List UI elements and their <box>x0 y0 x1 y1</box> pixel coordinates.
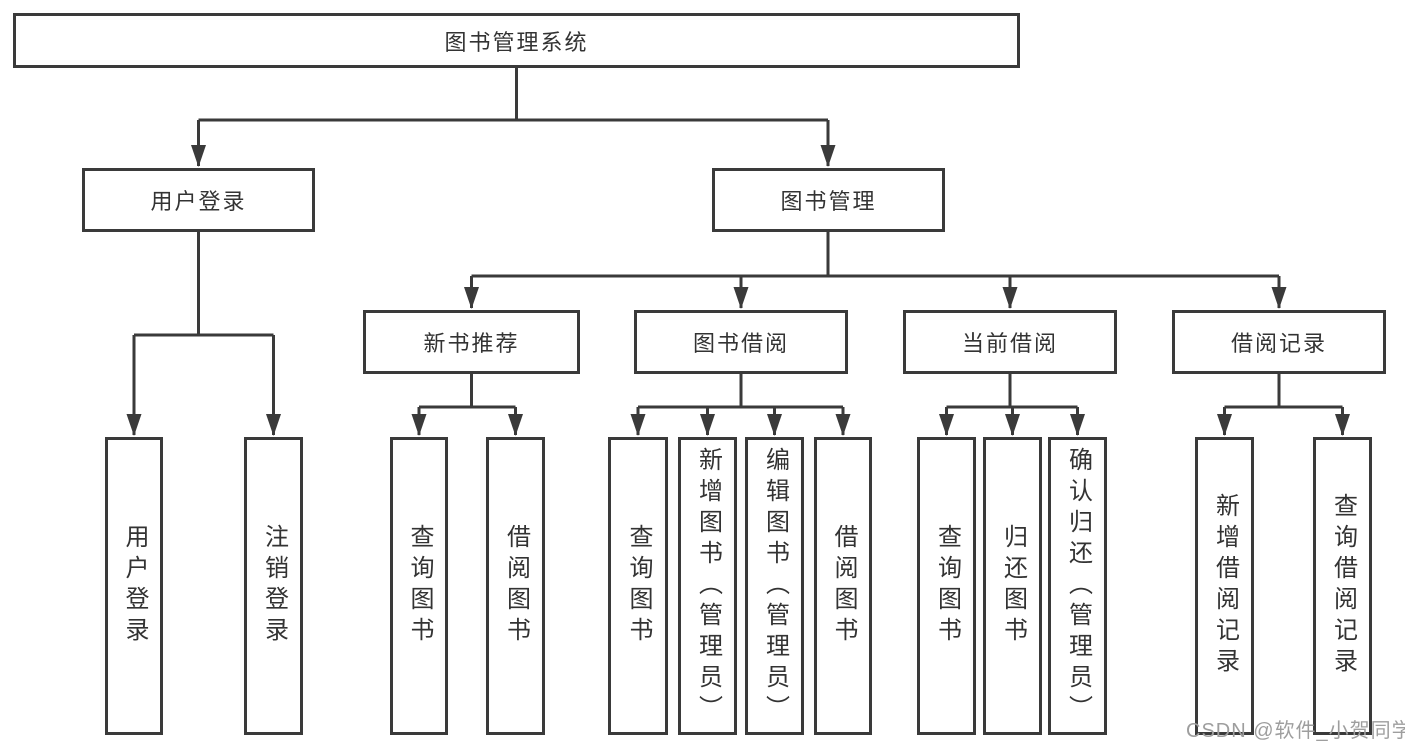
node-current-borrow-label: 当前借阅 <box>961 331 1058 356</box>
leaf-borrow-books-recommend-label: 借阅图书 <box>502 524 530 648</box>
watermark: CSDN @软件_小贺同学 <box>1186 720 1405 742</box>
node-new-book-recommend-label: 新书推荐 <box>423 331 520 356</box>
node-book-borrow: 图书借阅 <box>634 310 848 374</box>
node-borrow-records-label: 借阅记录 <box>1230 331 1327 356</box>
node-book-management: 图书管理 <box>712 168 945 232</box>
leaf-query-borrow-record: 查询借阅记录 <box>1313 437 1372 735</box>
leaf-add-book-admin: 新增图书（管理员） <box>678 437 737 735</box>
leaf-edit-book-admin-label: 编辑图书（管理员） <box>761 446 789 726</box>
leaf-add-borrow-record-label: 新增借阅记录 <box>1211 493 1239 679</box>
node-borrow-records: 借阅记录 <box>1172 310 1386 374</box>
leaf-add-book-admin-label: 新增图书（管理员） <box>694 446 722 726</box>
leaf-return-book-label: 归还图书 <box>999 524 1027 648</box>
node-root: 图书管理系统 <box>13 13 1020 68</box>
leaf-add-borrow-record: 新增借阅记录 <box>1195 437 1254 735</box>
leaf-confirm-return-admin: 确认归还（管理员） <box>1048 437 1107 735</box>
node-root-label: 图书管理系统 <box>444 29 589 55</box>
leaf-borrow-books-recommend: 借阅图书 <box>486 437 545 735</box>
leaf-query-borrow-record-label: 查询借阅记录 <box>1329 493 1357 679</box>
leaf-query-books-recommend-label: 查询图书 <box>406 524 433 648</box>
leaf-borrow-books: 借阅图书 <box>814 437 872 735</box>
node-book-borrow-label: 图书借阅 <box>692 331 789 356</box>
node-user-login-label: 用户登录 <box>150 189 247 214</box>
leaf-query-books-current: 查询图书 <box>917 437 976 735</box>
leaf-user-login: 用户登录 <box>105 437 163 735</box>
leaf-user-login-label: 用户登录 <box>121 524 148 648</box>
leaf-borrow-books-label: 借阅图书 <box>830 524 857 648</box>
leaf-confirm-return-admin-label: 确认归还（管理员） <box>1064 446 1092 726</box>
leaf-logout: 注销登录 <box>244 437 303 735</box>
leaf-logout-label: 注销登录 <box>260 524 288 648</box>
node-user-login: 用户登录 <box>82 168 315 232</box>
leaf-return-book: 归还图书 <box>983 437 1042 735</box>
node-new-book-recommend: 新书推荐 <box>363 310 580 374</box>
leaf-query-books-borrow-label: 查询图书 <box>625 524 652 648</box>
leaf-query-books-borrow: 查询图书 <box>608 437 668 735</box>
leaf-edit-book-admin: 编辑图书（管理员） <box>745 437 804 735</box>
leaf-query-books-current-label: 查询图书 <box>933 524 961 648</box>
node-current-borrow: 当前借阅 <box>903 310 1117 374</box>
leaf-query-books-recommend: 查询图书 <box>390 437 448 735</box>
node-book-management-label: 图书管理 <box>780 189 877 214</box>
